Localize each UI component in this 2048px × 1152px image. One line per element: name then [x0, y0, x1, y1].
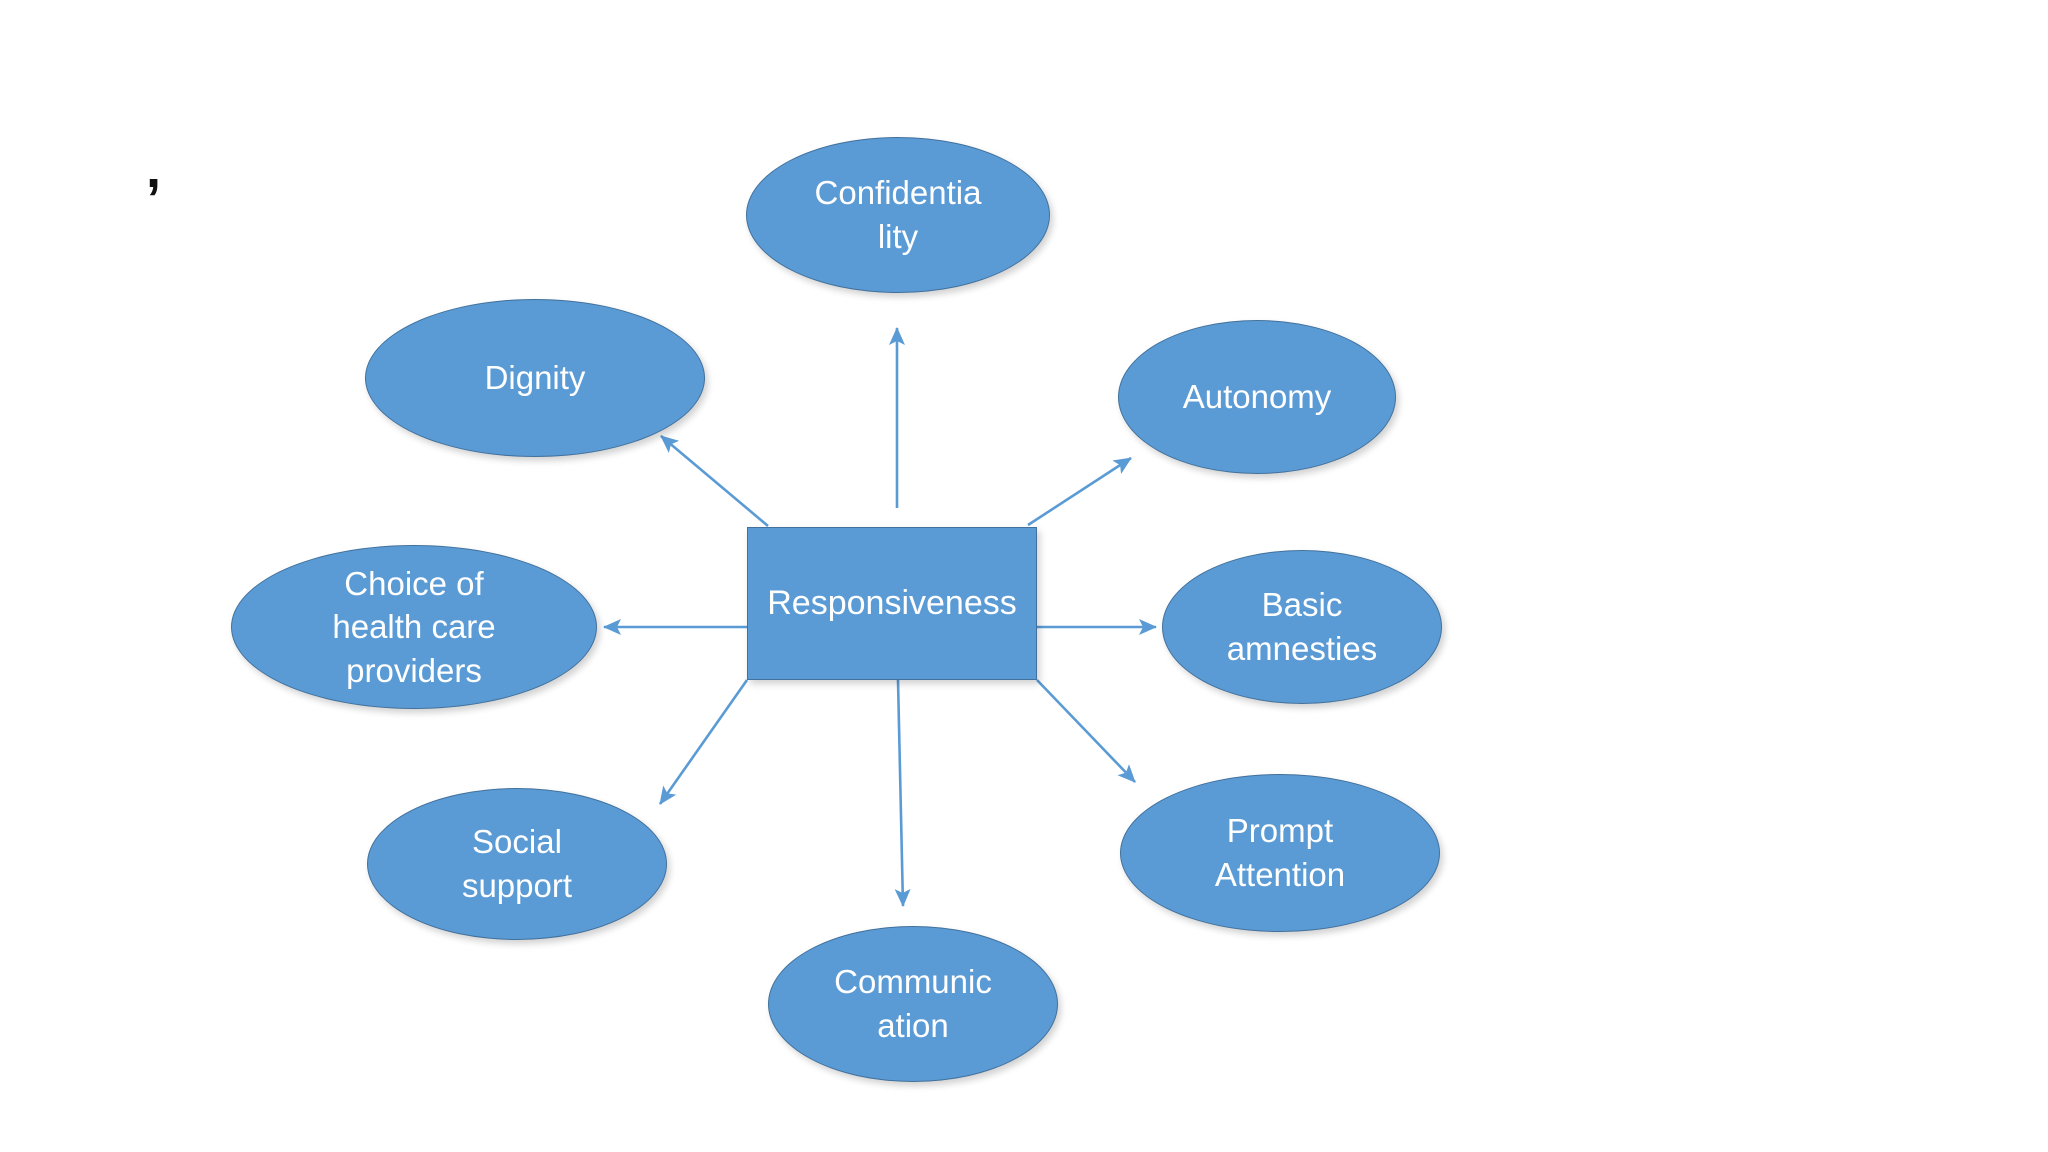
- arrow-to-dignity: [660, 435, 769, 527]
- stray-comma-text: ,: [146, 139, 162, 199]
- node-autonomy: Autonomy: [1118, 320, 1396, 474]
- center-node-label: Responsiveness: [767, 584, 1017, 623]
- node-communication: Communic ation: [768, 926, 1058, 1082]
- node-social-support: Social support: [367, 788, 667, 940]
- node-confidentiality: Confidentia lity: [746, 137, 1050, 293]
- node-basic-amnesties: Basic amnesties: [1162, 550, 1442, 704]
- arrow-to-prompt-attention: [1036, 679, 1136, 783]
- center-node-responsiveness: Responsiveness: [747, 527, 1037, 680]
- arrow-to-autonomy: [1027, 456, 1132, 527]
- arrow-to-social-support: [658, 679, 749, 805]
- node-label: Basic amnesties: [1226, 586, 1378, 667]
- node-label: Communic ation: [834, 963, 992, 1044]
- node-dignity: Dignity: [365, 299, 705, 457]
- node-choice-of-health-care-providers: Choice of health care providers: [231, 545, 597, 709]
- node-prompt-attention: Prompt Attention: [1120, 774, 1440, 932]
- node-label: Dignity: [484, 359, 586, 397]
- node-label: Prompt Attention: [1214, 812, 1346, 893]
- node-label: Choice of health care providers: [332, 564, 496, 689]
- node-label: Confidentia lity: [814, 174, 982, 255]
- arrow-to-communication: [894, 679, 911, 907]
- node-label: Autonomy: [1182, 378, 1332, 416]
- node-label: Social support: [461, 823, 573, 904]
